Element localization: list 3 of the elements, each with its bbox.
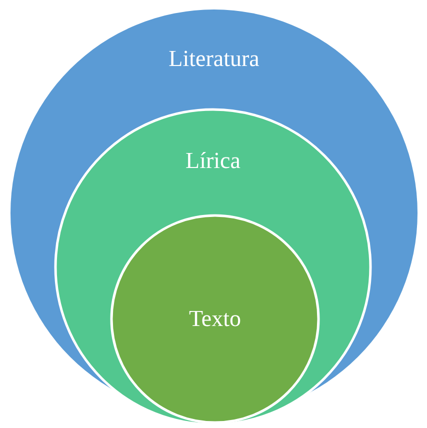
category-label: Literatura [168, 46, 260, 72]
category-label: Lírica [186, 148, 240, 174]
category-label: Texto [188, 306, 242, 332]
